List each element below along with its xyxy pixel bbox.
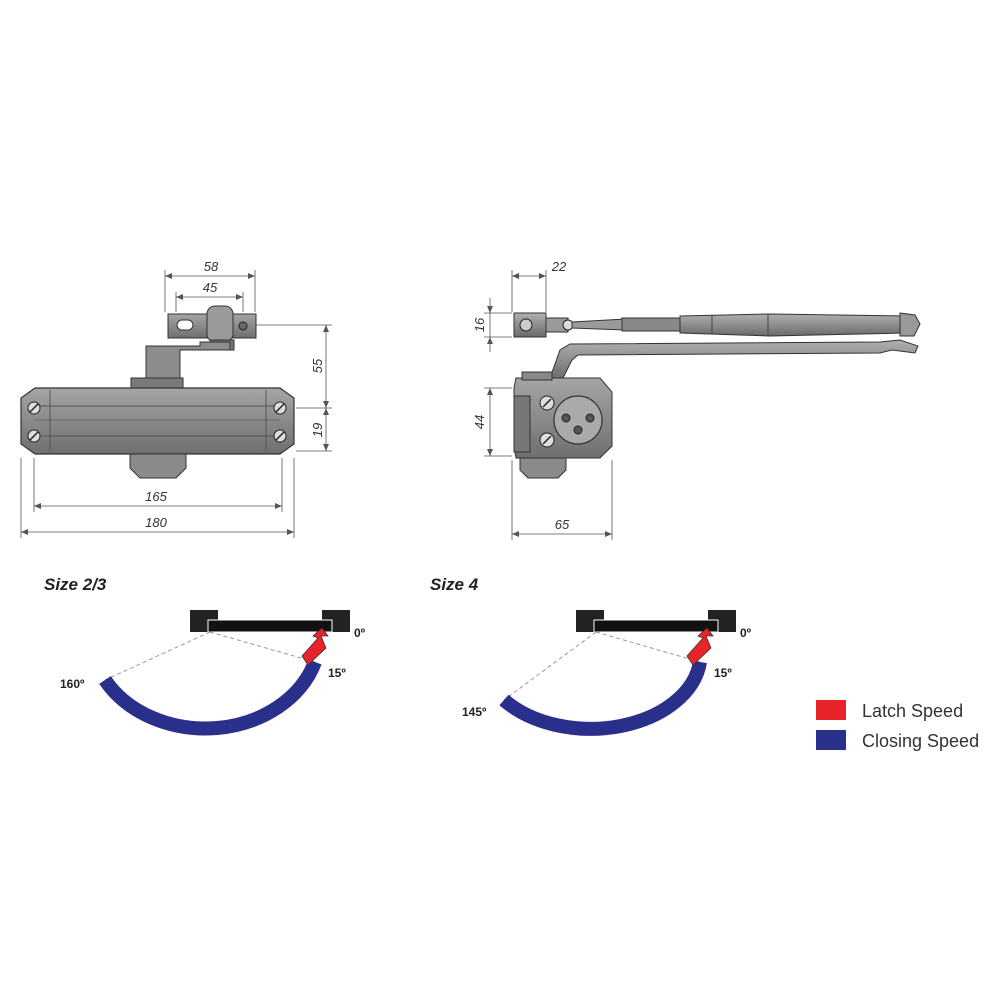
- dim-front-top-width: 58: [204, 259, 219, 274]
- size-23-angle-latch: 15º: [328, 666, 346, 680]
- size-23-angle-open: 160º: [60, 677, 85, 691]
- dim-side-arm-height: 16: [472, 317, 487, 332]
- dim-side-arm-offset: 22: [551, 259, 567, 274]
- legend: Latch Speed Closing Speed: [816, 700, 979, 751]
- legend-swatch-closing: [816, 730, 846, 750]
- dim-front-bracket-width: 45: [203, 280, 218, 295]
- size-4-swing-diagram: Size 4 0º 15º 145º: [430, 575, 752, 736]
- front-view: 58 45 55 19 165 180: [20, 259, 332, 538]
- dim-front-height: 55: [310, 358, 325, 373]
- size-23-angle-closed: 0º: [354, 626, 366, 640]
- dim-front-body-height: 19: [310, 423, 325, 437]
- closing-speed-arc: [99, 659, 322, 736]
- legend-label-closing: Closing Speed: [862, 731, 979, 751]
- dim-front-hole-spacing: 165: [145, 489, 167, 504]
- latch-speed-arrow-icon: [301, 627, 329, 666]
- dim-front-total-length: 180: [145, 515, 167, 530]
- legend-label-latch: Latch Speed: [862, 701, 963, 721]
- side-view: 22 16 44 65: [472, 259, 921, 540]
- size-23-swing-diagram: Size 2/3 0º 15º 160º: [44, 575, 366, 736]
- size-23-title: Size 2/3: [44, 575, 107, 594]
- size-4-angle-latch: 15º: [714, 666, 732, 680]
- size-4-angle-open: 145º: [462, 705, 487, 719]
- closing-speed-arc: [499, 660, 707, 736]
- legend-swatch-latch: [816, 700, 846, 720]
- latch-speed-arrow-icon: [686, 627, 714, 666]
- dim-side-body-height: 44: [472, 415, 487, 429]
- size-4-title: Size 4: [430, 575, 479, 594]
- size-4-angle-closed: 0º: [740, 626, 752, 640]
- screw-icon: [27, 401, 287, 443]
- dim-side-body-depth: 65: [555, 517, 570, 532]
